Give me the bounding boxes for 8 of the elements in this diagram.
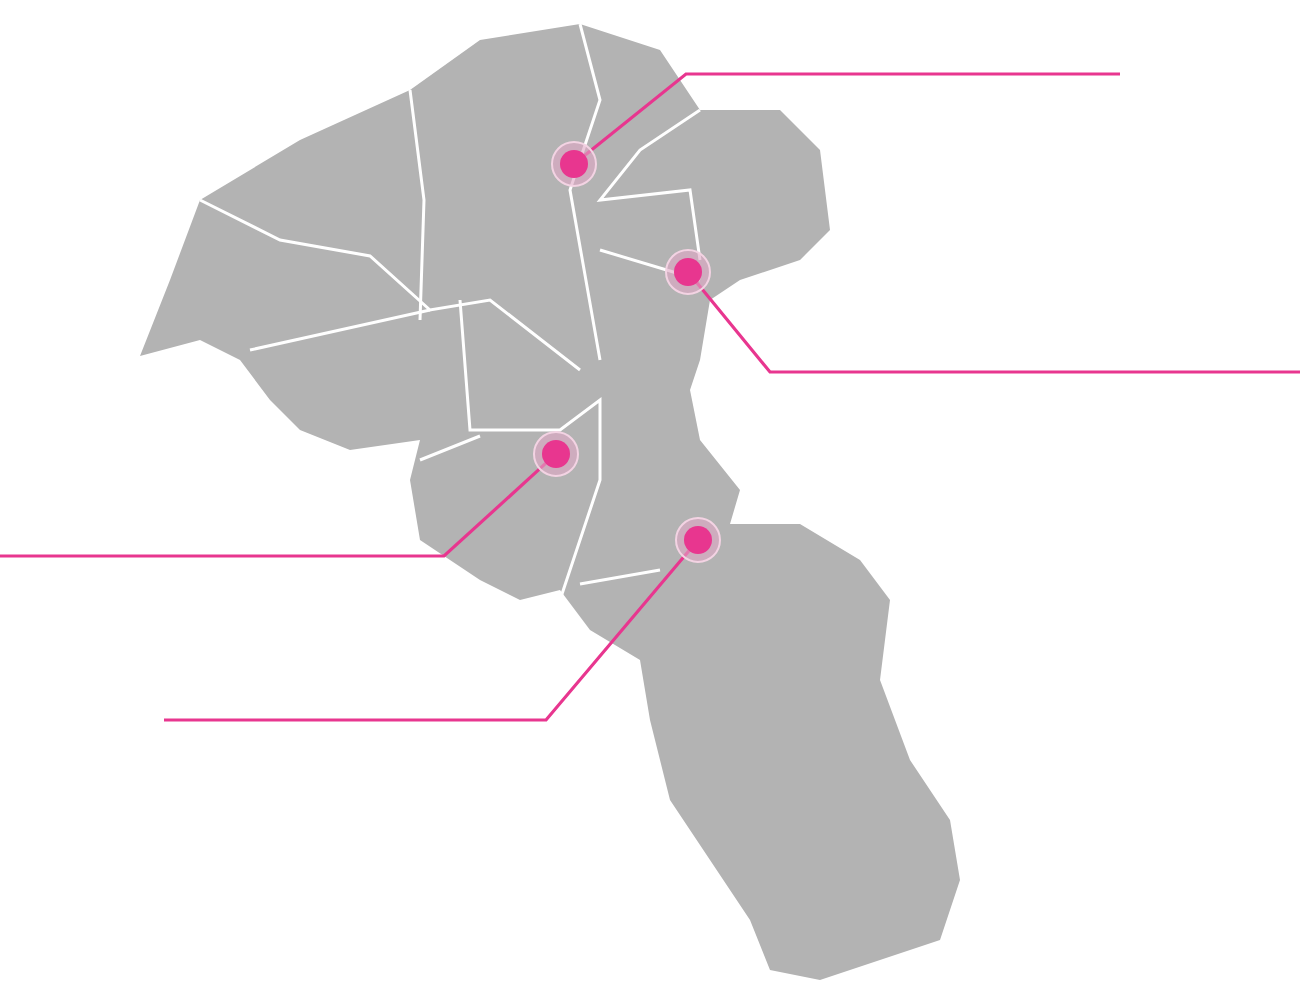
location-marker (533, 431, 579, 477)
leader-line (164, 549, 691, 722)
location-marker (551, 141, 597, 187)
leader-line (583, 72, 1120, 157)
location-marker (665, 249, 711, 295)
leader-line (0, 462, 547, 558)
leader-line (695, 281, 1300, 374)
location-marker (675, 517, 721, 563)
